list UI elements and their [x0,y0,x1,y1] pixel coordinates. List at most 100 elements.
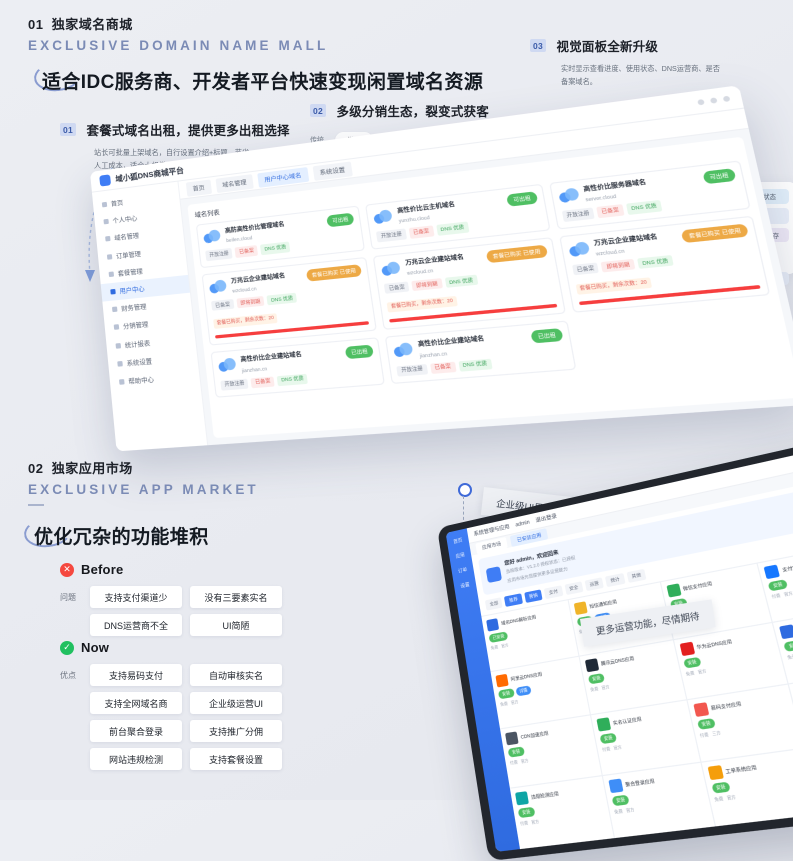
maximize-icon[interactable] [709,96,718,104]
feature-tag: 支持推广分佣 [190,720,282,742]
domain-tag: 开放注册 [561,207,595,222]
app-card[interactable]: 违规检测应用安装付费官方 [510,776,614,850]
section-2-title-cn: 独家应用市场 [51,461,133,476]
section-1-title-cn: 独家域名商城 [51,17,133,32]
app-card[interactable]: CDN加速应用安装付费官方 [500,715,602,788]
tablet-rail-item[interactable]: 设置 [460,581,470,589]
close-icon[interactable] [722,95,731,102]
cloud-icon [203,228,221,244]
sidebar-item-icon [103,219,109,225]
app-install-button[interactable]: 安装 [587,673,606,685]
welcome-avatar-icon [485,566,503,584]
domain-tag: 已备案 [408,225,434,239]
app-install-button[interactable]: 安装 [710,781,731,794]
filter-chip[interactable]: 其他 [626,569,647,584]
app-install-button[interactable]: 安装 [497,688,515,700]
filter-chip[interactable]: 营销 [524,589,543,604]
sidebar-item-label: 帮助中心 [128,376,155,387]
poster-root: 01 独家域名商城 EXCLUSIVE DOMAIN NAME MALL 适合I… [22,14,793,861]
app-icon [692,702,709,718]
dashboard-tab[interactable]: 用户中心域名 [256,166,309,188]
status-badge: 套餐已购买 已使用 [681,223,749,243]
app-install-button[interactable]: 安装 [517,806,536,819]
domain-card-note: 套餐已购买，剩余次数：20 [386,295,458,313]
app-install-button[interactable]: 安装 [696,718,717,730]
dashboard-tab[interactable]: 域名管理 [215,173,254,193]
window-controls [697,95,731,105]
section-2-number: 02 [28,461,44,476]
filter-chip[interactable]: 运营 [584,577,605,592]
app-install-button[interactable]: 安装 [682,657,702,669]
sidebar-item-label: 财务管理 [121,303,147,314]
app-install-button[interactable]: 已安装 [488,631,509,644]
app-card[interactable]: 实名认证应用安装付费官方 [590,700,700,776]
filter-chip[interactable]: 支付 [544,585,564,600]
domain-tag: 已备案 [384,281,410,294]
section-2-divider [28,504,44,506]
app-detail-button[interactable]: 详情 [515,685,532,697]
domain-tag: 已备案 [596,204,625,218]
sidebar-item-icon [105,236,111,242]
callout-anchor-dot [458,483,472,497]
domain-tag: DNS 优质 [266,292,298,306]
tablet-rail-item[interactable]: 订单 [457,566,468,574]
app-meta-item: 免费 [786,654,793,661]
domain-tag: 已备案 [234,245,259,258]
block-02-title: 多级分销生态，裂变式获客 [336,105,489,119]
app-meta-item: 付费 [699,732,710,739]
app-name: 短信通知应用 [588,598,618,610]
sidebar-item-icon [113,324,120,331]
section-1-title-en: EXCLUSIVE DOMAIN NAME MALL [28,38,329,53]
tablet-rail-item[interactable]: 首页 [452,537,463,545]
section-1-number-title: 01 独家域名商城 [28,14,328,33]
domain-tag: 已备案 [250,375,275,388]
cloud-icon [381,260,401,276]
app-card[interactable]: 工单系统应用安装免费官方 [701,748,793,827]
app-install-button[interactable]: 安装 [599,732,618,745]
block-03-desc-line2: 备案域名。 [561,77,597,87]
now-side-label: 优点 [60,671,76,680]
cloud-icon [393,341,414,358]
domain-tag: DNS 优质 [260,241,291,255]
app-install-button[interactable]: 安装 [507,746,525,758]
filter-chip[interactable]: 推荐 [504,593,523,608]
minimize-icon[interactable] [697,98,705,105]
app-install-button[interactable]: 安装 [783,639,793,653]
app-grid: 域名DNS解析应用已安装免费官方短信通知应用安装详情免费官方微信支付应用安装付费… [481,543,793,850]
sidebar-item-icon [111,306,118,313]
app-name: 华为云DNS应用 [695,638,733,650]
dashboard-tab[interactable]: 系统设置 [312,160,353,181]
sidebar-item-label: 套餐管理 [117,268,144,279]
app-card[interactable]: 聚合登录应用安装免费官方 [602,763,715,839]
app-meta-item: 官方 [726,794,737,801]
app-icon [665,583,682,599]
cloud-icon [218,357,237,373]
tablet-rail-item[interactable]: 应用 [455,552,466,559]
section-2-headline: 优化冗杂的功能堆积 [34,527,209,548]
app-install-button[interactable]: 安装 [768,579,788,592]
feature-tag: 网站违规检测 [90,748,182,770]
app-name: 腾讯云DNS应用 [600,655,635,667]
filter-chip[interactable]: 统计 [605,573,626,588]
filter-chip[interactable]: 安全 [564,581,584,596]
feature-tag: DNS运营商不全 [90,614,182,636]
domain-tag: 开放注册 [220,378,249,391]
section-1-heading: 01 独家域名商城 EXCLUSIVE DOMAIN NAME MALL [28,14,328,53]
filter-chip[interactable]: 全部 [484,597,504,612]
domain-tag: DNS 优质 [636,254,674,270]
app-icon [584,658,600,673]
now-title: Now [81,640,110,655]
app-meta-item: 付费 [509,759,519,766]
dashboard-tab[interactable]: 首页 [185,179,212,197]
tablet-header-logout[interactable]: 退出登录 [535,513,558,525]
app-install-button[interactable]: 安装 [611,794,630,807]
section-2-heading: 02 独家应用市场 EXCLUSIVE APP MARKET [28,458,259,506]
status-badge: 套餐已购买 已使用 [485,244,548,263]
